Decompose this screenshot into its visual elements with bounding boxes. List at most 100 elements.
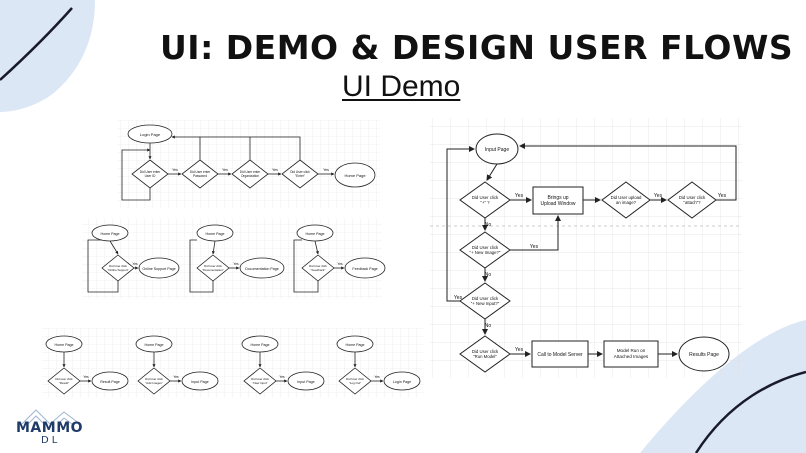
sf0-yes: Yes	[132, 262, 138, 266]
bottom-flows-panel: Home Page Did user click "Result" Result…	[42, 328, 424, 398]
q-new-image-line1: Did User click	[472, 245, 499, 250]
bf1-q2: "Add Images"	[145, 381, 162, 385]
bf1-yes: Yes	[173, 375, 179, 379]
bottom-right-line	[694, 370, 806, 453]
sf1-yes: Yes	[233, 262, 239, 266]
sf0-home: Home Page	[101, 232, 120, 236]
bf3-yes: Yes	[374, 375, 380, 379]
login-q2-diamond	[181, 159, 219, 189]
slide-title: UI: DEMO & DESIGN USER FLOWS	[160, 28, 794, 67]
yes-attach: Yes	[718, 193, 727, 199]
flow-online-support: Home Page Did User click "Online Support…	[87, 224, 180, 293]
bf2-home: Home Page	[251, 343, 270, 347]
bf1-q1: Did User click	[145, 377, 163, 381]
model-run-line2: Attached Images	[614, 354, 649, 359]
sf2-result: Feedback Page	[352, 267, 377, 271]
top-left-line	[0, 7, 73, 81]
bf3-result: Login Page	[393, 380, 411, 384]
login-yes-2: Yes	[222, 168, 228, 172]
yes-uploaded: Yes	[654, 193, 663, 199]
flow-feedback: Home Page Did User click "Feedback" Feed…	[293, 224, 386, 293]
bf2-q2: "New Input"	[252, 381, 267, 385]
q-attach-diamond	[667, 181, 717, 219]
q-plus-line2: "+" ?	[480, 200, 490, 205]
sf1-home: Home Page	[206, 232, 225, 236]
sf2-yes: Yes	[337, 262, 343, 266]
sf1-q2: "Documentation"	[202, 268, 224, 272]
bf3-q2: "Log Out"	[349, 381, 361, 385]
login-q3-line1: Did User enter	[240, 170, 261, 174]
mammo-logo-icon	[21, 409, 81, 425]
login-q4-diamond	[281, 159, 319, 189]
flow-new-input: Home Page Did User click "New Input" Inp…	[241, 335, 325, 395]
login-q4-line1: Did User click	[290, 170, 310, 174]
call-server-box	[531, 340, 589, 368]
bf2-result: Input Page	[297, 380, 314, 384]
q-run-line2: "Run Model"	[473, 354, 497, 359]
login-q1-line2: User ID	[145, 174, 157, 178]
top-left-blob	[0, 0, 95, 112]
flow-log-out: Home Page Did User click "Log Out" Login…	[336, 335, 421, 395]
upload-window-box	[532, 186, 584, 215]
results-page-label: Results Page	[689, 352, 719, 358]
login-q3-line2: Organization	[241, 174, 259, 178]
main-flow-panel: Input Page Did User click "+" ? Brings u…	[430, 118, 742, 378]
logo-sub: DL	[41, 435, 61, 446]
login-q1-line1: Did User enter	[140, 170, 161, 174]
q-attach-line2: "attach"?	[683, 200, 701, 205]
flow-add-images: Home Page Did User click "Add Images" In…	[135, 335, 219, 395]
sf0-q1: Did User click	[109, 264, 127, 268]
sf0-result: Online Support Page	[142, 267, 175, 271]
sf2-q1: Did User click	[309, 264, 327, 268]
results-page-node	[678, 336, 730, 372]
login-q2-line2: Password	[193, 174, 207, 178]
q-attach-line1: Did User click	[679, 195, 706, 200]
login-q4-line2: "Enter"	[295, 174, 305, 178]
login-q2-line1: Did User enter	[190, 170, 211, 174]
no-new-image: No	[485, 272, 492, 278]
bf0-q1: Did user click	[55, 377, 73, 381]
model-run-box	[603, 340, 659, 368]
bf1-home: Home Page	[145, 343, 164, 347]
input-page-label: Input Page	[485, 147, 509, 153]
login-q3-diamond	[231, 159, 269, 189]
bf0-q2: "Result"	[59, 381, 69, 385]
bf0-home: Home Page	[55, 343, 74, 347]
q-run-line1: Did User click	[472, 349, 499, 354]
yes-new-input: Yes	[454, 295, 463, 301]
flow-result: Home Page Did user click "Result" Result…	[45, 335, 129, 395]
sf2-home: Home Page	[306, 232, 325, 236]
q-uploaded-line2: an image?	[616, 200, 637, 205]
sf0-q2: "Online Support"	[107, 268, 128, 272]
login-page-label: Login Page	[140, 132, 161, 137]
sf2-q2: "Feedback"	[311, 268, 326, 272]
call-server-label: Call to Model Server	[537, 352, 583, 358]
login-home-node	[334, 162, 376, 188]
logo-name: MAMMO	[16, 420, 84, 436]
bf1-result: Input Page	[191, 380, 208, 384]
q-new-image-line2: "+ New Image?"	[470, 250, 501, 255]
q-new-input-line2: "+ New Input?"	[471, 301, 500, 306]
model-run-line1: Model Run on	[617, 348, 646, 353]
no-plus: No	[485, 222, 492, 228]
flow-documentation: Home Page Did User click "Documentation"…	[189, 224, 285, 293]
bf0-result: Result Page	[100, 380, 120, 384]
q-new-input-line1: Did User click	[472, 296, 499, 301]
login-home-label: Home Page	[344, 173, 366, 178]
upload-line1: Brings up	[547, 195, 568, 201]
login-yes-1: Yes	[172, 168, 178, 172]
q-uploaded-diamond	[601, 181, 651, 219]
sf1-q1: Did User click	[204, 264, 222, 268]
q-uploaded-line1: Did User upload	[611, 195, 642, 200]
yes-plus: Yes	[515, 193, 524, 199]
bf0-yes: Yes	[83, 375, 89, 379]
login-yes-3: Yes	[272, 168, 278, 172]
no-new-input: No	[485, 323, 492, 329]
q-run-diamond	[459, 335, 511, 373]
yes-new-image: Yes	[530, 244, 539, 250]
sf1-result: Documentation Page	[245, 267, 279, 271]
upload-line2: Upload Window	[540, 201, 575, 207]
